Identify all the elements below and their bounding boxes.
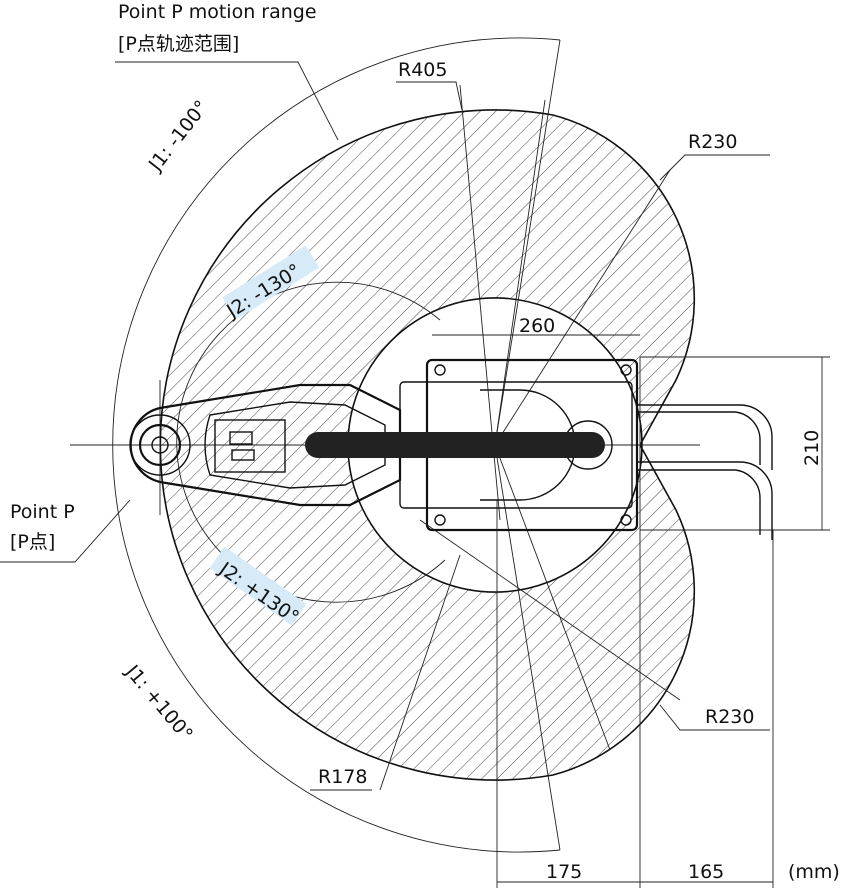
point-p-marker xyxy=(129,414,191,476)
label-r230-top: R230 xyxy=(688,131,737,153)
label-point-p-cn: [P点] xyxy=(10,531,55,553)
j2-plus-highlight xyxy=(209,546,307,626)
robot-arm xyxy=(129,358,773,540)
label-j1-minus: J1: -100° xyxy=(144,96,213,176)
j2-minus-highlight xyxy=(222,245,320,320)
j2-range-arc xyxy=(176,281,446,603)
unit-label: (mm) xyxy=(788,861,840,883)
dim-175: 175 xyxy=(546,861,582,883)
label-r405: R405 xyxy=(398,59,447,81)
title-cn: [P点轨迹范围] xyxy=(118,33,239,55)
cable-bellows xyxy=(305,432,605,458)
label-j1-plus: J1: +100° xyxy=(121,660,198,745)
cable xyxy=(637,404,773,470)
cable xyxy=(637,461,773,540)
dim-165: 165 xyxy=(688,861,724,883)
label-r230-bottom: R230 xyxy=(705,706,754,728)
dim-260: 260 xyxy=(519,315,555,337)
label-r178: R178 xyxy=(318,766,367,788)
dim-210: 210 xyxy=(801,430,823,466)
title: Point P motion range xyxy=(118,1,317,23)
label-point-p: Point P xyxy=(10,501,75,523)
dimension-lines xyxy=(0,61,830,888)
